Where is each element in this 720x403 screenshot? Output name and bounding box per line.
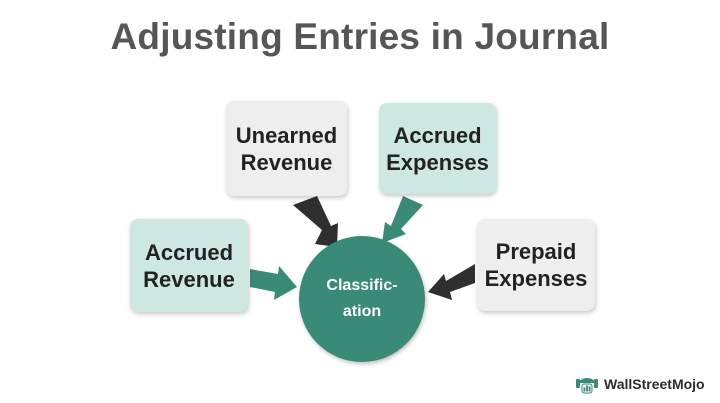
center-label-line2: ation: [342, 303, 382, 320]
box-prepaid-expenses: Prepaid Expenses: [477, 219, 595, 311]
arrow-unearned-to-center: [293, 196, 338, 247]
box-unearned-revenue-line2: Revenue: [240, 149, 333, 175]
center-label-line1: Classific-: [326, 277, 398, 294]
box-accrued-revenue: Accrued Revenue: [130, 219, 248, 312]
box-unearned-revenue: Unearned Revenue: [226, 101, 347, 196]
box-prepaid-expenses-line2: Expenses: [484, 266, 588, 291]
arrow-accrued-revenue-to-center: [250, 266, 297, 300]
box-accrued-revenue-line2: Revenue: [143, 266, 235, 292]
box-accrued-revenue-line1: Accrued: [144, 239, 234, 265]
wallstreetmojo-logo-icon: [576, 378, 598, 394]
brand-logo: WallStreetMojo: [574, 372, 705, 396]
box-unearned-revenue-line1: Unearned: [235, 122, 338, 148]
box-accrued-expenses-line1: Accrued: [393, 122, 482, 148]
arrow-accrued-expenses-to-center: [382, 196, 423, 243]
box-prepaid-expenses-line1: Prepaid: [495, 239, 577, 264]
brand-name: WallStreetMojo: [604, 376, 705, 392]
diagram-title: Adjusting Entries in Journal: [110, 16, 610, 57]
arrow-prepaid-to-center: [428, 264, 475, 300]
box-accrued-expenses-line2: Expenses: [386, 149, 489, 175]
center-circle-classification: Classific- ation: [299, 236, 425, 362]
box-accrued-expenses: Accrued Expenses: [379, 103, 496, 194]
